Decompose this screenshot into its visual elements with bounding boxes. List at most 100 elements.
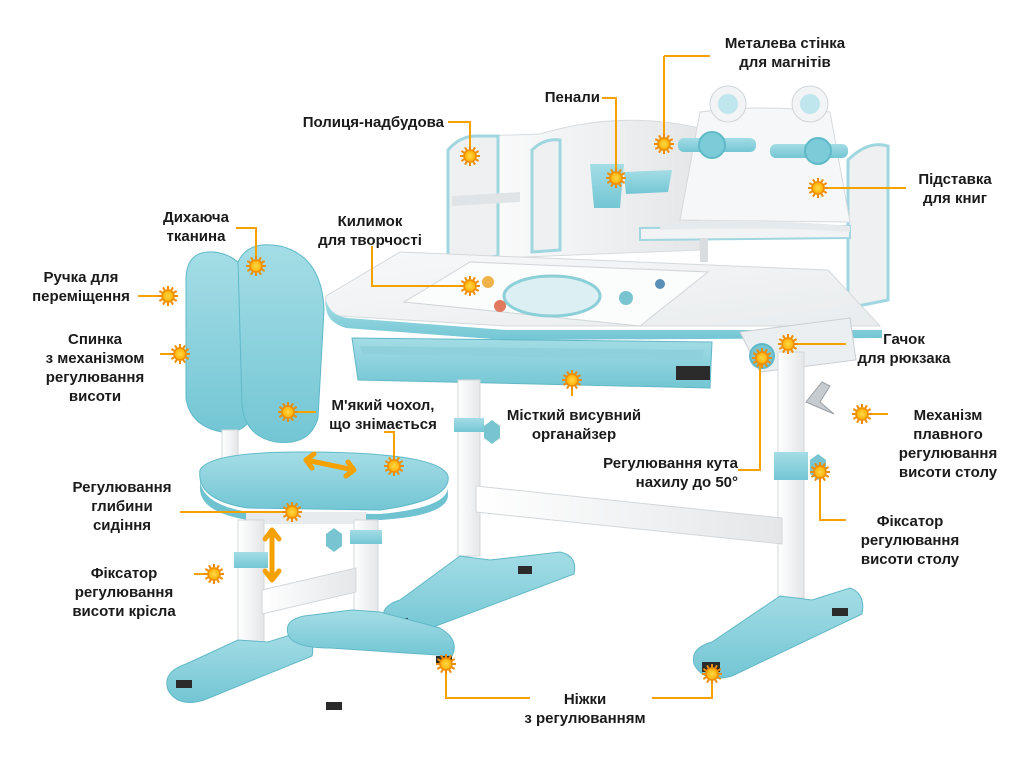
callout-top-shelf: Полиця-надбудова <box>272 113 444 132</box>
callout-backrest-line-2: з механізмом <box>45 350 145 367</box>
callout-chair-lock-line-1: Фіксатор <box>90 565 158 582</box>
callout-soft-cover-line-2: що знімається <box>329 416 437 433</box>
sun-marker-core <box>387 459 401 473</box>
desk-leg-right-ring <box>774 452 808 480</box>
callout-seat-depth-line-3: сидіння <box>92 517 152 534</box>
leader-pencil <box>602 97 617 176</box>
sun-marker-icon <box>278 402 298 422</box>
chair-foot-pad-2 <box>326 702 342 710</box>
callout-backpack-hook: Гачок для рюкзака <box>846 330 962 368</box>
callout-height-mechanism-line-4: висоти столу <box>898 464 998 481</box>
callout-height-mechanism-line-2: плавного <box>913 426 983 443</box>
sun-marker-core <box>609 171 623 185</box>
callout-creative-mat-line-2: для творчості <box>318 232 422 249</box>
sun-marker-icon <box>808 178 828 198</box>
leader-mat <box>371 246 470 287</box>
drawer-shadow <box>360 346 704 360</box>
callout-creative-mat: Килимок для творчості <box>300 212 440 250</box>
desk-lock-left <box>484 420 500 444</box>
height-crank <box>805 381 835 415</box>
pencil-cup <box>590 164 624 208</box>
callout-backrest-line-3: регулювання <box>45 369 145 386</box>
hutch-right-side <box>846 143 890 310</box>
callout-moving-handle-line-1: Ручка для <box>43 269 119 286</box>
callout-drawer-line-1: Місткий висувний <box>506 407 642 424</box>
seat-cushion <box>199 451 449 511</box>
book-stand-ear-left-inner <box>718 94 738 114</box>
desk-top-edge <box>326 300 882 340</box>
book-clip-knob-left <box>698 131 726 159</box>
callout-seat-depth-line-2: глибини <box>91 498 153 515</box>
callout-feet: Ніжки з регулюванням <box>510 690 660 728</box>
sun-marker-core <box>755 351 769 365</box>
callout-soft-cover: М'який чохол, що знімається <box>312 396 454 434</box>
callout-feet-line-2: з регулюванням <box>524 710 646 727</box>
callout-chair-lock-line-2: регулювання <box>74 584 174 601</box>
chair-post-left-ring <box>234 552 268 568</box>
sun-marker-core <box>657 137 671 151</box>
callout-desk-lock-line-2: регулювання <box>860 532 960 549</box>
hutch-divider <box>530 138 562 254</box>
chair-crossbar <box>261 567 357 615</box>
sun-marker-core <box>249 259 263 273</box>
sun-marker-icon <box>436 654 456 674</box>
callout-book-stand-line-2: для книг <box>922 190 987 207</box>
sun-marker-icon <box>852 404 872 424</box>
mat-dot-3 <box>494 300 506 312</box>
chair-post-left <box>237 519 265 651</box>
book-stand-ear-right-inner <box>800 94 820 114</box>
sun-marker-icon <box>606 168 626 188</box>
callout-breathable-fabric-line-2: тканина <box>166 228 226 245</box>
callout-backrest-line-4: висоти <box>68 388 122 405</box>
desk-leg-left <box>457 379 481 557</box>
callout-drawer: Місткий висувний органайзер <box>492 406 656 444</box>
callout-feet-line-1: Ніжки <box>563 691 607 708</box>
callout-pencil-cases: Пенали <box>510 88 600 107</box>
hutch-left-shelf <box>452 192 520 206</box>
leader-fabric <box>236 227 257 266</box>
leader-feet-2 <box>652 674 713 699</box>
sun-marker-core <box>855 407 869 421</box>
sun-marker-icon <box>460 276 480 296</box>
callout-soft-cover-line-1: М'який чохол, <box>331 397 435 414</box>
desk-foot-pad-4 <box>832 608 848 616</box>
sun-marker-icon <box>204 564 224 584</box>
callout-book-stand: Підставка для книг <box>900 170 1010 208</box>
sun-marker-icon <box>282 502 302 522</box>
callout-chair-lock: Фіксатор регулювання висоти крісла <box>54 564 194 621</box>
desk <box>324 85 890 679</box>
callout-markers <box>158 134 872 684</box>
desk-leg-left-ring <box>454 418 484 432</box>
chair-foot-right <box>286 609 455 657</box>
callout-moving-handle: Ручка для переміщення <box>26 268 136 306</box>
callout-height-mechanism-line-1: Механізм <box>913 407 983 424</box>
seat-depth-arrow <box>303 451 357 479</box>
callout-backpack-hook-line-1: Гачок <box>883 331 925 348</box>
chair-height-arrow <box>262 527 282 583</box>
chair-lock-knob <box>326 528 342 552</box>
sun-marker-core <box>705 667 719 681</box>
callout-top-shelf-line-1: Полиця-надбудова <box>302 114 444 131</box>
sun-marker-icon <box>170 344 190 364</box>
sun-marker-core <box>161 289 175 303</box>
sun-marker-core <box>281 405 295 419</box>
pencil-tray <box>624 170 672 194</box>
callout-height-mechanism-line-3: регулювання <box>898 445 998 462</box>
sun-marker-icon <box>246 256 266 276</box>
sun-marker-icon <box>752 348 772 368</box>
desk-foot-pad-2 <box>518 566 532 574</box>
sun-marker-core <box>813 465 827 479</box>
chair-foot-pad-1 <box>176 680 192 688</box>
sun-marker-icon <box>810 462 830 482</box>
sun-marker-core <box>463 279 477 293</box>
callout-breathable-fabric-line-1: Дихаюча <box>163 209 229 226</box>
callout-backrest-line-1: Спинка <box>67 331 123 348</box>
callout-desk-lock-line-1: Фіксатор <box>876 513 944 530</box>
callout-metal-wall-line-1: Металева стінка <box>724 35 846 52</box>
callout-metal-wall-line-2: для магнітів <box>739 54 831 71</box>
leader-tilt <box>738 358 761 471</box>
sun-marker-icon <box>702 664 722 684</box>
chair-post-right-ring <box>350 530 382 544</box>
